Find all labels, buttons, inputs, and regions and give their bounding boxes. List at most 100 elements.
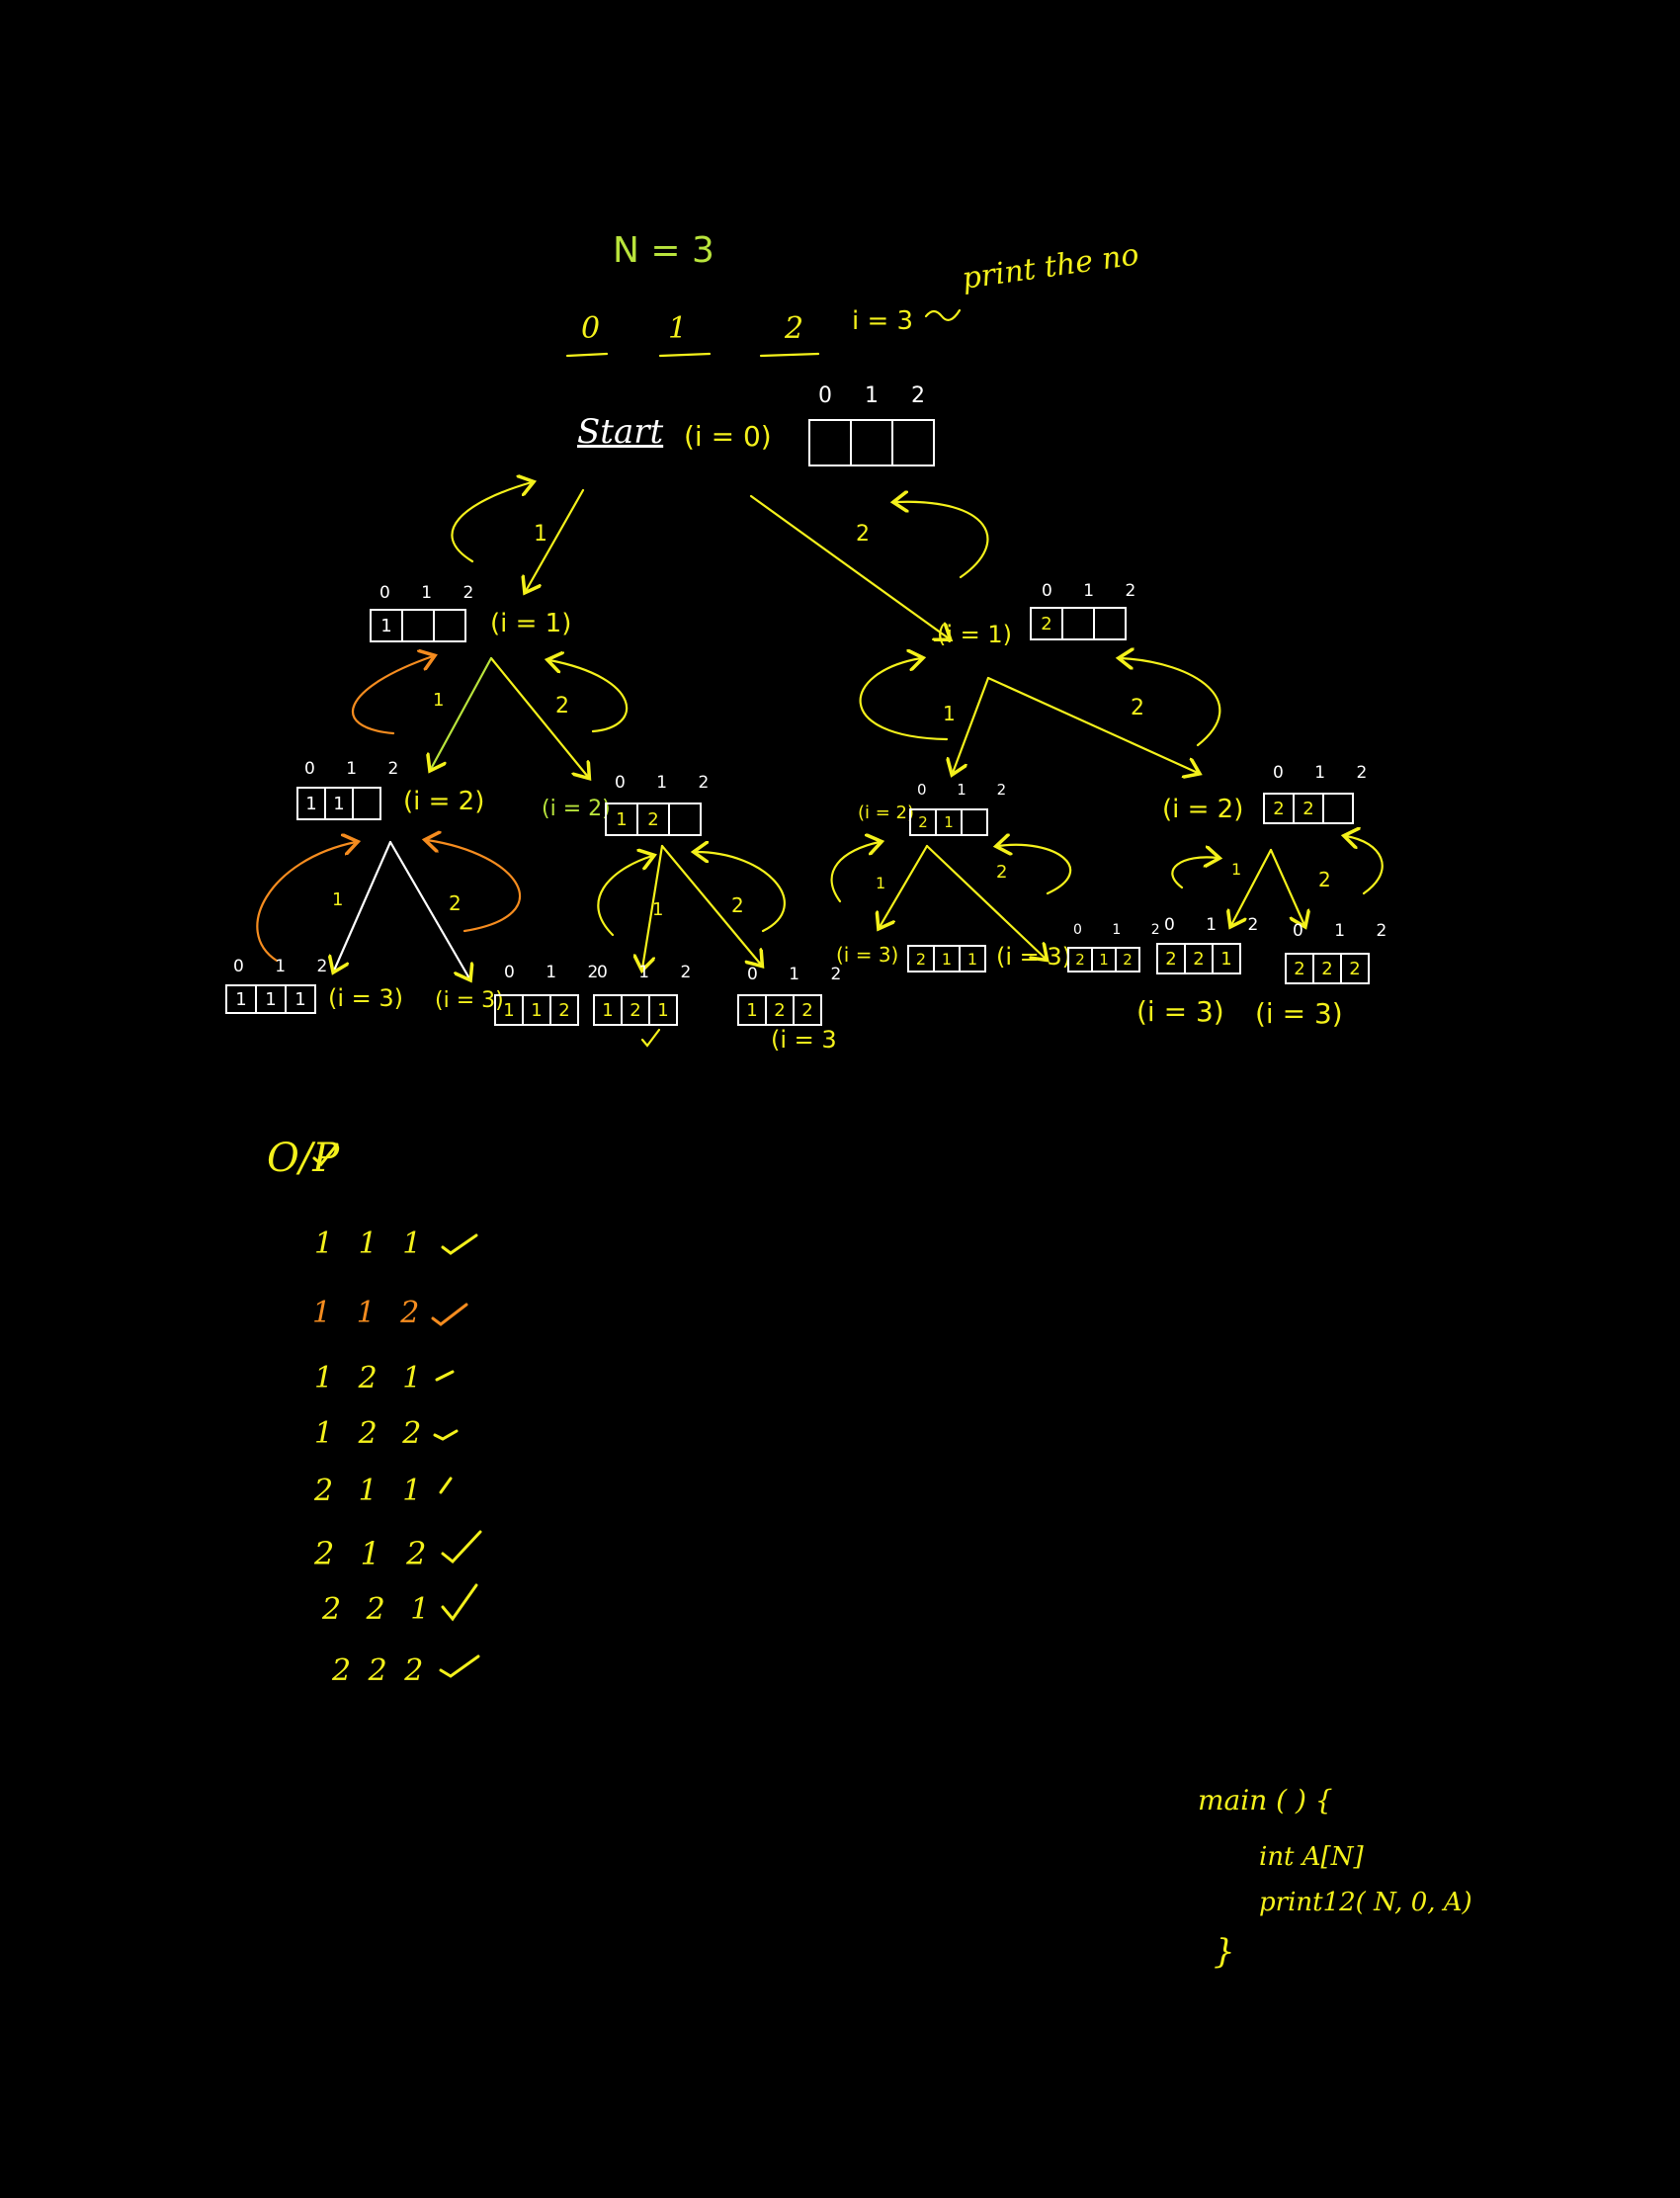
array-cell: 2 [549, 994, 579, 1026]
l2-rl-array: 2 1 [909, 808, 988, 836]
output-row: 1 2 2 [314, 1416, 430, 1451]
edge-l2b-right [660, 844, 761, 965]
code-close-brace: } [1214, 1932, 1235, 1972]
leaf-call: (i = 3 [771, 1026, 837, 1054]
edge-r2b-right [1269, 848, 1304, 925]
array-cell: 1 [494, 994, 524, 1026]
l1-left-call: (i = 1) [490, 609, 572, 638]
edge-r1-right [986, 676, 1198, 773]
edge-r2a-right [925, 844, 1046, 959]
edge-r1-left [953, 676, 990, 773]
array-cell: 2 [636, 803, 670, 836]
return-arrow [1346, 836, 1384, 895]
output-row: 1 1 1 [314, 1226, 430, 1261]
tick-mark [439, 1477, 453, 1494]
output-row: 2 2 2 [332, 1653, 428, 1688]
tick-mark [441, 1233, 478, 1255]
edge-label: 2 [1318, 868, 1331, 891]
l2-ll-indices: 0 1 2 [304, 759, 412, 779]
edge-label: 2 [856, 522, 870, 547]
array-cell: 2 [909, 808, 937, 836]
edge-label: 2 [731, 893, 744, 917]
n-value-label: N = 3 [613, 230, 714, 271]
l1-right-indices: 0 1 2 [1042, 581, 1149, 601]
l1-right-call: (i = 1) [937, 621, 1013, 648]
leaf-array: 2 2 2 [1285, 953, 1370, 984]
leaf-array: 2 1 2 [1067, 947, 1140, 972]
array-cell: 1 [225, 984, 257, 1014]
array-cell: 1 [959, 945, 986, 972]
array-cell: 2 [621, 994, 650, 1026]
root-array [808, 419, 935, 466]
leaf-call: (i = 3) [328, 984, 404, 1012]
leaf-array: 1 1 1 [225, 984, 316, 1014]
tick-mark [439, 1654, 480, 1678]
edge-label: 1 [332, 889, 344, 910]
return-arrow [1121, 658, 1221, 747]
array-cell [891, 419, 935, 466]
leaf-indices: 0 1 2 [747, 965, 855, 984]
edge-label: 2 [555, 694, 569, 719]
l2-rr-array: 2 2 [1263, 793, 1354, 824]
array-cell [1093, 607, 1127, 640]
edge-l2b-left [642, 844, 664, 969]
return-arrow [1171, 857, 1218, 889]
return-arrow [451, 482, 532, 563]
return-arrow [998, 845, 1072, 895]
output-title: O/P [267, 1136, 340, 1181]
output-row: 2 2 1 [322, 1592, 438, 1627]
l2-ll-array: 1 1 [296, 787, 381, 820]
array-cell: 2 [1312, 953, 1342, 984]
array-cell: 2 [793, 994, 822, 1026]
tick-mark [640, 1028, 661, 1048]
array-cell: 1 [1091, 947, 1117, 972]
array-cell: 2 [765, 994, 795, 1026]
leaf-indices: 0 1 2 [597, 963, 705, 982]
tick-mark [431, 1303, 468, 1326]
l2-lr-call: (i = 2) [542, 797, 611, 821]
slot-index-1: 1 [668, 311, 688, 346]
leaf-array: 2 2 1 [1156, 943, 1241, 974]
array-cell [1322, 793, 1354, 824]
edge-label: 2 [1131, 696, 1144, 720]
array-cell: 2 [1067, 947, 1093, 972]
edge-label: 1 [534, 522, 547, 547]
leaf-indices: 0 1 2 [1164, 915, 1272, 935]
array-cell: 1 [648, 994, 678, 1026]
array-cell [352, 787, 381, 820]
code-call-line: print12( N, 0, A) [1259, 1888, 1472, 1917]
array-cell: 2 [1115, 947, 1140, 972]
edge-label: 1 [652, 899, 664, 920]
array-cell [668, 803, 702, 836]
edge-label: 1 [1231, 860, 1242, 879]
output-row: 1 2 1 [314, 1361, 430, 1395]
l2-lr-indices: 0 1 2 [615, 773, 722, 793]
array-cell: 1 [605, 803, 638, 836]
return-arrow [549, 660, 629, 733]
code-declare-line: int A[N] [1259, 1842, 1364, 1872]
return-arrow [696, 852, 786, 933]
root-start-label: Start [577, 412, 664, 452]
slot-underline [759, 352, 820, 358]
leaf-array: 2 1 1 [907, 945, 986, 972]
array-cell [961, 808, 988, 836]
array-cell: 1 [737, 994, 767, 1026]
return-arrow [895, 502, 989, 579]
l2-rr-indices: 0 1 2 [1273, 763, 1381, 783]
array-cell: 2 [1293, 793, 1324, 824]
edge-label: 1 [876, 874, 886, 892]
array-cell: 2 [1184, 943, 1214, 974]
output-title-tick [312, 1142, 339, 1167]
array-cell: 1 [933, 945, 961, 972]
output-row: 2 1 2 [314, 1535, 435, 1572]
edge-root-left [526, 488, 585, 591]
leaf-array: 1 2 2 [737, 994, 822, 1026]
l1-left-indices: 0 1 2 [379, 583, 487, 603]
root-array-indices: 0 1 2 [818, 383, 938, 408]
edge-root-right [749, 494, 949, 638]
tick-mark [433, 1429, 459, 1441]
leaf-call: (i = 3) [1136, 995, 1224, 1028]
l2-ll-call: (i = 2) [403, 787, 485, 816]
